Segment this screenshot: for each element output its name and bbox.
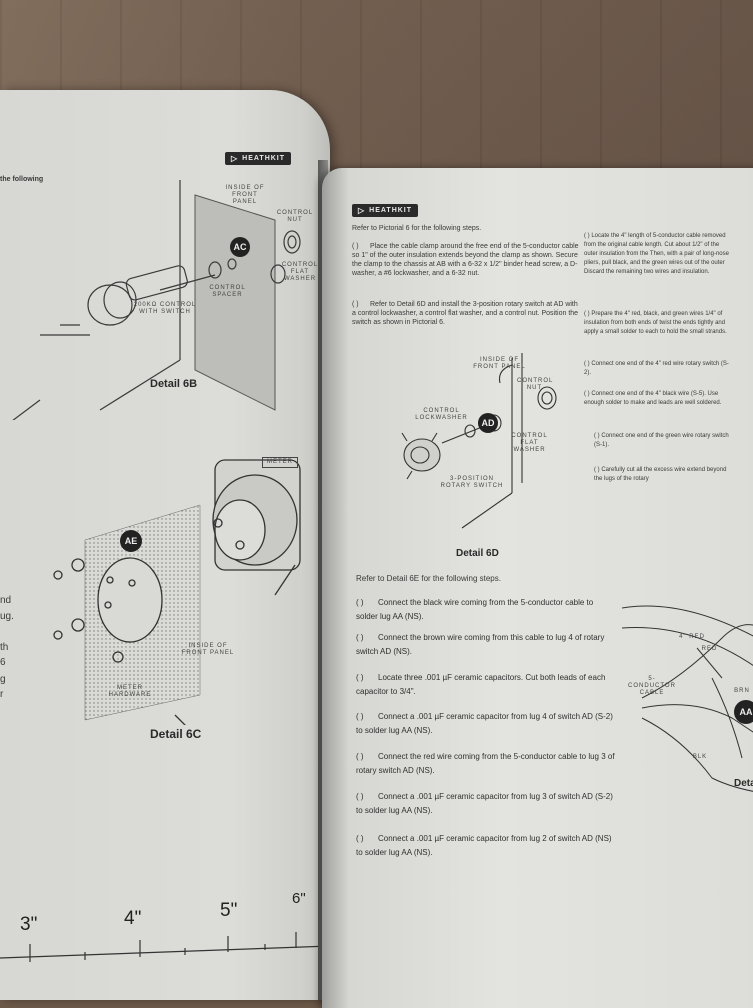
step-checkbox: ( ) (356, 712, 364, 721)
step-checkbox: ( ) (352, 243, 359, 250)
label-6c-inside-front-panel: INSIDE OF FRONT PANEL (181, 643, 235, 656)
detail-6c-title: Detail 6C (150, 727, 202, 741)
step-checkbox: ( ) (594, 467, 600, 473)
margin-fragment: th (0, 642, 9, 653)
label-6d-control-nut: CONTROL NUT (517, 378, 554, 391)
step-text: Connect the red wire coming from the 5-c… (356, 752, 615, 775)
step-checkbox: ( ) (584, 391, 590, 397)
step-item: ( )Connect the black wire coming from th… (356, 596, 616, 624)
badge-ae: AE (120, 530, 142, 552)
step-checkbox: ( ) (594, 433, 600, 439)
step-checkbox: ( ) (356, 752, 364, 761)
margin-fragment: g (0, 674, 6, 685)
step-text: Carefully cut all the excess wire extend… (594, 467, 727, 482)
step-checkbox: ( ) (584, 311, 590, 317)
label-6e-red-4: 4" RED (679, 634, 705, 640)
label-6c-meter-hardware: METER HARDWARE (108, 685, 152, 698)
step-item: ( )Refer to Detail 6D and install the 3-… (352, 300, 582, 327)
step-text: Connect one end of the 4" red wire rotar… (584, 361, 729, 376)
right-column-step: ( ) Connect one end of the 4" black wire… (584, 390, 734, 408)
label-6b-control-with-switch: 200KΩ CONTROL WITH SWITCH (133, 302, 197, 315)
left-brand-logo: ▷ HEATHKIT (225, 152, 292, 165)
label-6e-cable: 5-CONDUCTOR CABLE (628, 676, 676, 696)
step-checkbox: ( ) (584, 233, 590, 239)
label-6b-control-nut: CONTROL NUT (276, 210, 314, 223)
label-6e-brn: BRN (734, 688, 750, 694)
step-text: Prepare the 4" red, black, and green wir… (584, 311, 727, 335)
detail-6d-drawing (401, 353, 557, 529)
step-text: Connect a .001 µF ceramic capacitor from… (356, 792, 613, 815)
step-text: Connect a .001 µF ceramic capacitor from… (356, 834, 612, 857)
right-column-step: ( ) Locate the 4" length of 5-conductor … (584, 232, 734, 277)
label-6d-rotary-switch: 3-POSITION ROTARY SWITCH (440, 476, 504, 489)
right-column-step: ( ) Connect one end of the 4" red wire r… (584, 360, 734, 378)
step-text: Connect the brown wire coming from this … (356, 633, 605, 656)
margin-fragment: nd (0, 595, 12, 606)
right-brand-logo: ▷ HEATHKIT (352, 204, 419, 217)
step-item: ( )Connect the red wire coming from the … (356, 750, 616, 778)
intro-detail-6e: Refer to Detail 6E for the following ste… (356, 574, 501, 583)
step-text: Locate three .001 µF ceramic capacitors.… (356, 673, 606, 696)
detail-6e-title: Deta (734, 778, 753, 789)
heathkit-arrow-icon: ▷ (358, 206, 366, 215)
badge-ac: AC (230, 237, 250, 257)
margin-fragment: ug. (0, 611, 14, 622)
step-text: Connect one end of the 4" black wire (S-… (584, 391, 722, 406)
right-column-step: ( ) Prepare the 4" red, black, and green… (584, 310, 734, 337)
detail-6b-title: Detail 6B (150, 378, 198, 390)
ruler-label-6: 6" (292, 890, 306, 907)
margin-fragment: r (0, 689, 4, 700)
label-6b-control-spacer: CONTROL SPACER (209, 285, 246, 298)
step-text: Connect the black wire coming from the 5… (356, 598, 594, 621)
detail-6b-drawing (12, 180, 301, 420)
left-page: the following ▷ HEATHKIT INSIDE OF FRONT… (0, 90, 330, 1000)
step-item: ( )Place the cable clamp around the free… (352, 242, 582, 278)
heathkit-arrow-icon: ▷ (231, 154, 239, 163)
step-text: Refer to Detail 6D and install the 3-pos… (352, 301, 579, 326)
step-text: Connect a .001 µF ceramic capacitor from… (356, 712, 613, 735)
badge-ad: AD (478, 413, 498, 433)
label-6d-control-lockwasher: CONTROL LOCKWASHER (415, 408, 468, 421)
label-6c-meter: METER (262, 457, 298, 468)
step-item: ( )Connect a .001 µF ceramic capacitor f… (356, 790, 616, 818)
step-checkbox: ( ) (356, 598, 364, 607)
label-6d-inside-front-panel: INSIDE OF FRONT PANEL (473, 357, 526, 370)
step-checkbox: ( ) (352, 301, 359, 308)
detail-6e-drawing (622, 605, 753, 792)
label-6b-inside-front-panel: INSIDE OF FRONT PANEL (225, 185, 265, 205)
step-checkbox: ( ) (584, 361, 590, 367)
step-item: ( )Connect a .001 µF ceramic capacitor f… (356, 710, 616, 738)
step-checkbox: ( ) (356, 834, 364, 843)
step-text: Locate the 4" length of 5-conductor cabl… (584, 233, 729, 275)
left-brand-text: HEATHKIT (242, 155, 286, 162)
intro-pictorial-6: Refer to Pictorial 6 for the following s… (352, 225, 482, 232)
detail-6c-drawing (53, 459, 301, 725)
ruler-label-3: 3" (20, 914, 38, 935)
ruler-label-5: 5" (220, 900, 238, 921)
step-item: ( )Connect the brown wire coming from th… (356, 631, 616, 659)
right-column-step: ( ) Carefully cut all the excess wire ex… (594, 466, 734, 484)
ruler-ticks (0, 932, 330, 962)
detail-6d-title: Detail 6D (456, 548, 499, 559)
step-text: Connect one end of the green wire rotary… (594, 433, 729, 448)
step-item: ( )Locate three .001 µF ceramic capacito… (356, 671, 616, 699)
badge-aa: AA (734, 700, 753, 724)
left-top-text: the following (0, 176, 44, 183)
ruler-label-4: 4" (124, 908, 142, 929)
right-brand-text: HEATHKIT (369, 207, 413, 214)
step-text: Place the cable clamp around the free en… (352, 243, 579, 277)
right-column-step: ( ) Connect one end of the green wire ro… (594, 432, 734, 450)
margin-fragment: 6 (0, 657, 6, 668)
label-6b-control-flat-washer: CONTROL FLAT WASHER (281, 262, 319, 282)
step-checkbox: ( ) (356, 673, 364, 682)
label-6e-blk: BLK (692, 754, 708, 760)
step-checkbox: ( ) (356, 792, 364, 801)
step-item: ( )Connect a .001 µF ceramic capacitor f… (356, 832, 616, 860)
label-6e-red: RED (701, 646, 718, 652)
step-checkbox: ( ) (356, 633, 364, 642)
right-page: ▷ HEATHKIT Refer to Pictorial 6 for the … (322, 168, 753, 1008)
label-6d-control-flat-washer: CONTROL FLAT WASHER (511, 433, 548, 453)
